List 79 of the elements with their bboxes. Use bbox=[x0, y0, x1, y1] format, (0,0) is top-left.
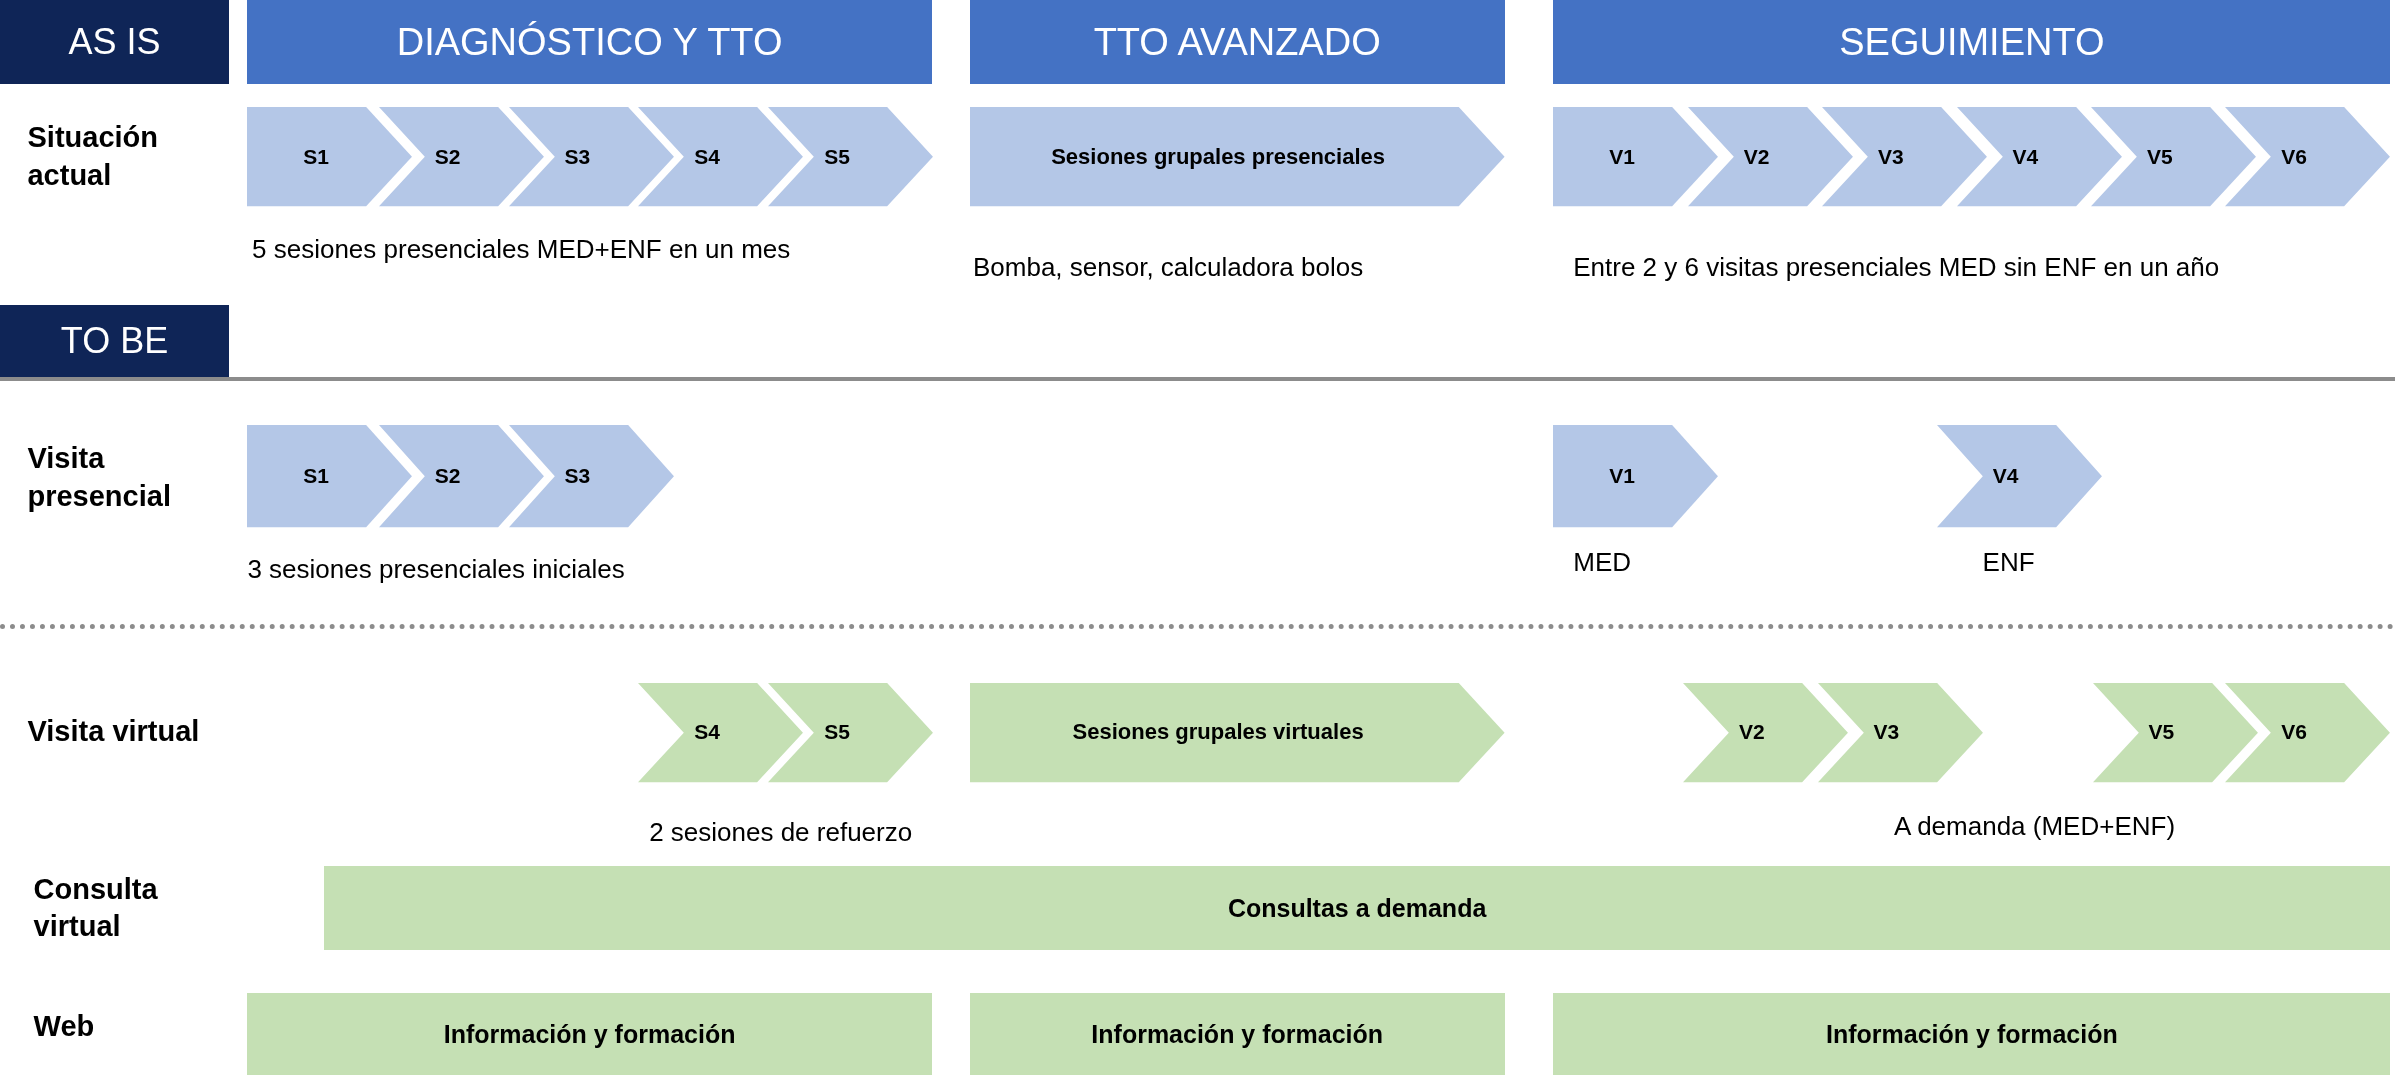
chevron-step bbox=[247, 424, 413, 527]
chevron-step bbox=[378, 424, 544, 527]
phase-header-band bbox=[1553, 0, 2391, 84]
chevron-step bbox=[1553, 424, 1719, 527]
caption-text: 5 sesiones presenciales MED+ENF en un mes bbox=[252, 233, 791, 265]
caption-text: Bomba, sensor, calculadora bolos bbox=[972, 252, 1364, 283]
chevron-step bbox=[1956, 106, 2122, 207]
section-title: AS IS bbox=[68, 21, 161, 63]
chevron-step bbox=[2225, 682, 2391, 783]
step-label: Sesiones grupales virtuales bbox=[1072, 719, 1364, 746]
step-label: S2 bbox=[434, 463, 461, 488]
chevron-step bbox=[638, 682, 804, 783]
chevron-step bbox=[508, 424, 674, 527]
chevron-step bbox=[2092, 682, 2258, 783]
step-label: V2 bbox=[1743, 144, 1770, 169]
step-label: Consultas a demanda bbox=[1227, 893, 1487, 923]
chevron-step bbox=[508, 106, 674, 207]
row-label: Visita presencial bbox=[27, 440, 172, 514]
caption-text: A demanda (MED+ENF) bbox=[1894, 811, 2176, 843]
chevron-step bbox=[1817, 682, 1983, 783]
caption-text: Entre 2 y 6 visitas presenciales MED sin ENF en un año bbox=[1573, 252, 2220, 283]
section-title: DIAGNÓSTICO Y TTO bbox=[396, 20, 783, 64]
activity-bar bbox=[1553, 992, 2391, 1076]
row-label: Situación actual bbox=[27, 120, 159, 193]
step-label: S1 bbox=[303, 144, 329, 169]
activity-bar bbox=[323, 866, 2391, 951]
chevron-step bbox=[1553, 106, 1719, 207]
step-label: V5 bbox=[2146, 144, 2173, 169]
step-label: V6 bbox=[2281, 144, 2308, 169]
chevron-step bbox=[768, 106, 934, 207]
step-label: Información y formación bbox=[1826, 1019, 2118, 1049]
chevron-step bbox=[247, 106, 413, 207]
chevron-step bbox=[768, 682, 934, 783]
step-label: V3 bbox=[1873, 720, 1900, 745]
step-label: V1 bbox=[1609, 463, 1635, 488]
section-title: SEGUIMIENTO bbox=[1839, 20, 2105, 64]
chevron-step bbox=[638, 106, 804, 207]
chevron-step bbox=[1936, 424, 2102, 527]
step-label: V1 bbox=[1609, 144, 1635, 169]
caption-text: 3 sesiones presenciales iniciales bbox=[247, 554, 625, 586]
section-title: TO BE bbox=[60, 320, 169, 363]
section-tag bbox=[0, 305, 230, 378]
step-label: S1 bbox=[303, 463, 329, 488]
chevron-step bbox=[1683, 682, 1849, 783]
chevron-step bbox=[2091, 106, 2256, 207]
step-label: V4 bbox=[1992, 463, 2019, 488]
step-label: S4 bbox=[694, 720, 721, 745]
row-label: Visita virtual bbox=[27, 714, 201, 750]
step-label: V4 bbox=[2012, 144, 2039, 169]
step-label: S5 bbox=[824, 720, 850, 745]
section-title: TTO AVANZADO bbox=[1093, 20, 1381, 64]
activity-bar bbox=[969, 992, 1505, 1076]
activity-bar bbox=[247, 992, 932, 1076]
step-label: Información y formación bbox=[443, 1019, 736, 1049]
step-label: S5 bbox=[824, 144, 850, 169]
step-label: Sesiones grupales presenciales bbox=[1051, 143, 1386, 170]
step-label: V5 bbox=[2148, 720, 2175, 745]
phase-header-band bbox=[969, 0, 1505, 84]
step-label: S2 bbox=[434, 144, 461, 169]
chevron-step bbox=[969, 106, 1505, 207]
row-label: Consulta virtual bbox=[33, 871, 159, 945]
chevron-step bbox=[1822, 106, 1988, 207]
step-label: Información y formación bbox=[1091, 1019, 1384, 1049]
caption-text: ENF bbox=[1982, 546, 2035, 578]
phase-header-band bbox=[247, 0, 932, 84]
chevron-step bbox=[969, 682, 1505, 783]
chevron-step bbox=[378, 106, 544, 207]
chevron-step bbox=[2225, 106, 2391, 207]
row-label: Web bbox=[33, 1009, 96, 1045]
section-tag bbox=[0, 0, 230, 84]
step-label: S3 bbox=[564, 144, 591, 169]
step-label: V2 bbox=[1739, 720, 1765, 745]
caption-text: MED bbox=[1573, 546, 1631, 578]
step-label: S4 bbox=[694, 144, 721, 169]
step-label: V6 bbox=[2281, 720, 2308, 745]
step-label: V3 bbox=[1878, 144, 1904, 169]
caption-text: 2 sesiones de refuerzo bbox=[649, 817, 913, 849]
step-label: S3 bbox=[564, 463, 591, 488]
chevron-step bbox=[1687, 106, 1853, 207]
